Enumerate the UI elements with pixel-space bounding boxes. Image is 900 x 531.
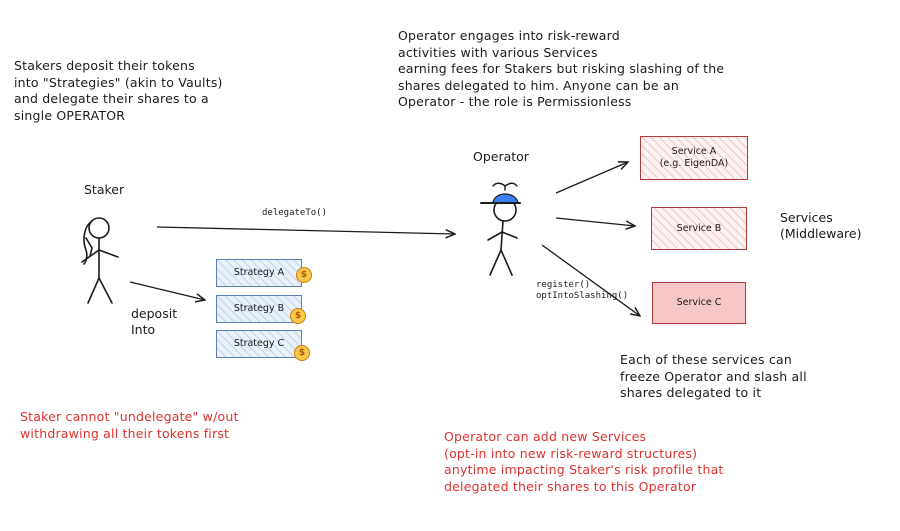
deposit-label: deposit Into	[131, 306, 178, 337]
services-can-note: Each of these services can freeze Operat…	[620, 352, 807, 400]
services-group-label: Services (Middleware)	[780, 210, 862, 241]
strategy-c-label: Strategy C	[233, 338, 285, 349]
strategy-b-label: Strategy B	[233, 303, 285, 314]
arrow-to-service-c	[541, 244, 640, 316]
operator-figure	[480, 182, 521, 276]
register-label: register() optIntoSlashing()	[536, 280, 629, 301]
arrow-to-service-b	[555, 217, 635, 226]
operator-warning-note: Operator can add new Services (opt-in in…	[444, 429, 724, 494]
strategy-a-coin-icon: $	[296, 267, 312, 283]
strategy-a-box: Strategy A	[216, 259, 302, 287]
staker-label: Staker	[84, 182, 125, 197]
service-c-box: Service C	[652, 282, 746, 324]
deposit-arrow	[129, 281, 205, 300]
service-a-sub: (e.g. EigenDA)	[659, 158, 729, 169]
strategy-b-box: Strategy B	[216, 295, 302, 323]
delegate-arrow	[156, 226, 455, 234]
delegate-label: delegateTo()	[262, 208, 328, 218]
staker-warning-note: Staker cannot "undelegate" w/out withdra…	[20, 409, 239, 441]
operator-label: Operator	[473, 149, 529, 164]
service-b-label: Service B	[676, 222, 722, 234]
service-a-label: Service A	[671, 146, 717, 157]
staker-figure	[81, 217, 119, 304]
stakers-note: Stakers deposit their tokens into "Strat…	[14, 58, 223, 123]
strategy-c-coin-icon: $	[294, 345, 310, 361]
strategy-c-box: Strategy C	[216, 330, 302, 358]
operator-note: Operator engages into risk-reward activi…	[398, 28, 725, 109]
strategy-b-coin-icon: $	[290, 308, 306, 324]
service-c-label: Service C	[676, 297, 722, 308]
service-b-box: Service B	[651, 207, 747, 250]
service-a-box: Service A (e.g. EigenDA)	[640, 136, 748, 180]
strategy-a-label: Strategy A	[233, 267, 285, 278]
arrow-to-service-a	[555, 162, 628, 194]
